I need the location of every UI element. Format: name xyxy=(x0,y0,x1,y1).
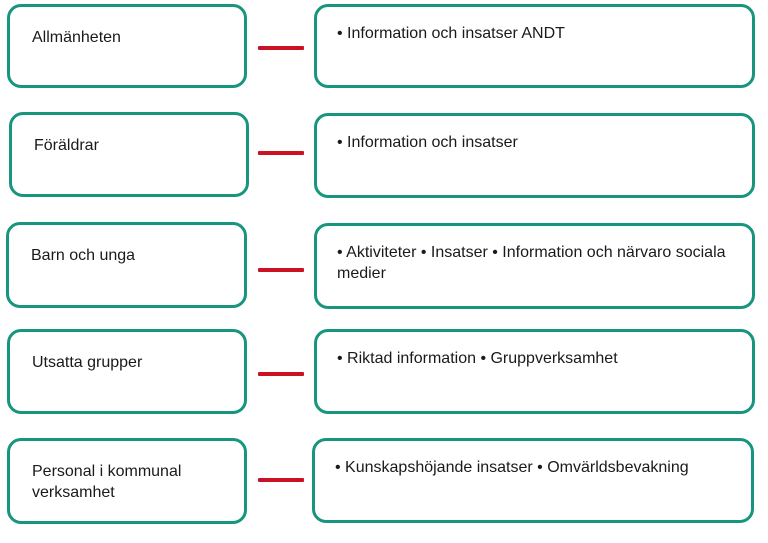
audience-label: Personal i kommunal verksamhet xyxy=(32,463,182,501)
audience-box-utsatta-grupper: Utsatta grupper xyxy=(7,329,247,414)
audience-box-personal: Personal i kommunal verksamhet xyxy=(7,438,247,524)
audience-label: Utsatta grupper xyxy=(32,354,143,371)
audience-box-foraldrar: Föräldrar xyxy=(9,112,249,197)
actions-box-barn-och-unga: • Aktiviteter • Insatser • Information o… xyxy=(314,223,755,309)
connector-line xyxy=(258,268,304,272)
audience-label: Föräldrar xyxy=(34,137,99,154)
actions-text: • Kunskapshöjande insatser • Omvärldsbev… xyxy=(335,459,689,476)
audience-box-barn-och-unga: Barn och unga xyxy=(6,222,247,308)
actions-text: • Aktiviteter • Insatser • Information o… xyxy=(337,244,726,282)
connector-line xyxy=(258,478,304,482)
audience-label: Barn och unga xyxy=(31,247,136,264)
audience-label: Allmänheten xyxy=(32,29,121,46)
actions-text: • Information och insatser ANDT xyxy=(337,25,565,42)
actions-box-allmanheten: • Information och insatser ANDT xyxy=(314,4,755,88)
actions-box-personal: • Kunskapshöjande insatser • Omvärldsbev… xyxy=(312,438,754,523)
audience-box-allmanheten: Allmänheten xyxy=(7,4,247,88)
actions-text: • Information och insatser xyxy=(337,134,518,151)
connector-line xyxy=(258,46,304,50)
connector-line xyxy=(258,372,304,376)
connector-line xyxy=(258,151,304,155)
actions-text: • Riktad information • Gruppverksamhet xyxy=(337,350,618,367)
actions-box-utsatta-grupper: • Riktad information • Gruppverksamhet xyxy=(314,329,755,414)
actions-box-foraldrar: • Information och insatser xyxy=(314,113,755,198)
